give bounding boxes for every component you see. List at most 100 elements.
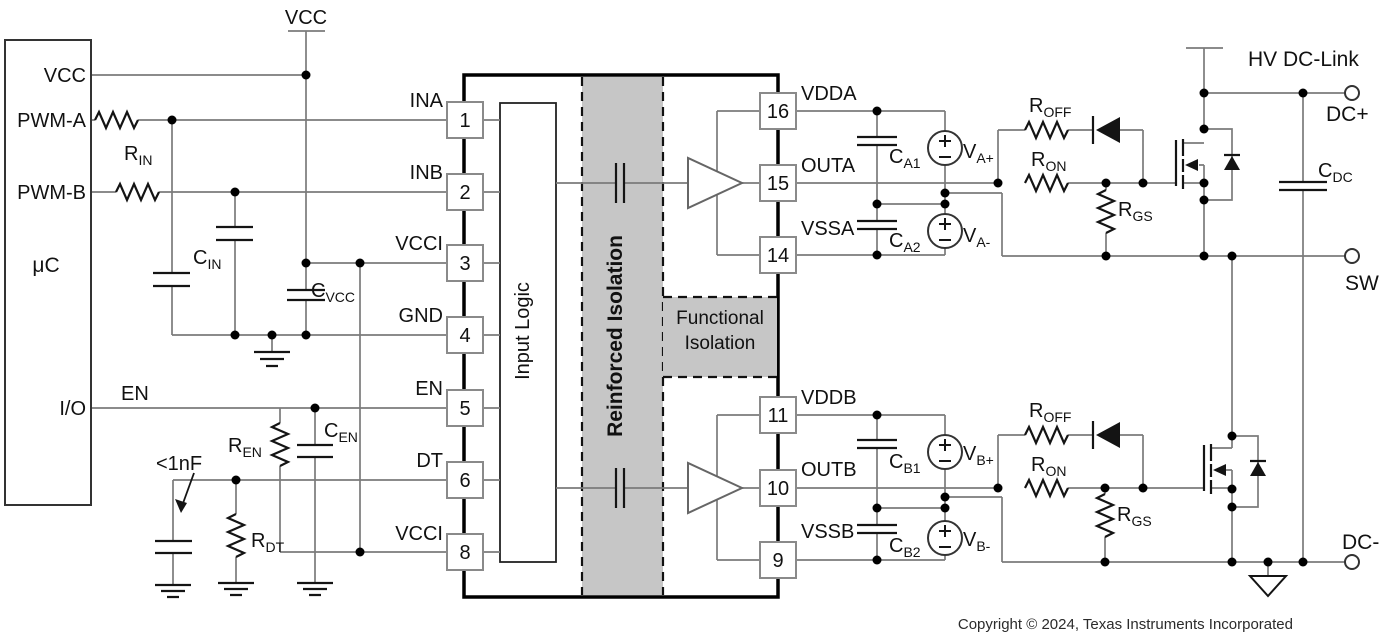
mcu-pin-pwma: PWM-A (17, 110, 87, 132)
chassis-ground-triangle (1247, 575, 1289, 598)
pin-box-8 (446, 533, 484, 571)
source-vb-minus (927, 520, 963, 556)
pin-number-8: 8 (459, 542, 470, 564)
source-va-plus (927, 130, 963, 166)
input-logic-label: Input Logic (512, 282, 534, 380)
terminal-dc-minus (1344, 554, 1360, 570)
copyright-notice: Copyright © 2024, Texas Instruments Inco… (958, 616, 1293, 633)
source-plus-minus-glyphs (939, 135, 951, 548)
ca1-label: CA1 (889, 146, 921, 171)
pin-number-2: 2 (459, 182, 470, 204)
cvcc-label: CVCC (311, 280, 355, 305)
resistor-roff-b (1024, 424, 1069, 446)
rgs-a-label: RGS (1118, 199, 1153, 224)
pin-label-outa: OUTA (801, 155, 856, 177)
cb2-label: CB2 (889, 535, 921, 560)
pin-label-vdda: VDDA (801, 83, 857, 105)
dc-plus-label: DC+ (1326, 103, 1369, 126)
net-labels: VCC EN <1nF HV DC-Link DC+ SW DC- (121, 7, 1379, 554)
pin-number-9: 9 (772, 550, 783, 572)
rgs-b-label: RGS (1117, 504, 1152, 529)
cin-label: CIN (193, 247, 221, 272)
mcu-pin-vcc: VCC (44, 65, 86, 87)
pin-box-11 (759, 396, 797, 434)
components (94, 109, 1327, 599)
roff-b-label: ROFF (1029, 400, 1071, 425)
pin-label-vcci-8: VCCI (395, 523, 443, 545)
source-va-minus (927, 213, 963, 249)
capacitor-plates (153, 135, 1327, 555)
cap-note-arrow-line (181, 472, 195, 507)
rin-label: RIN (124, 143, 152, 168)
hv-dc-link-label: HV DC-Link (1248, 48, 1359, 71)
pin-label-vcci-3: VCCI (395, 233, 443, 255)
terminal-dc-plus (1344, 85, 1360, 101)
turn-off-diode-a (1096, 117, 1120, 143)
pin-label-dt: DT (416, 450, 443, 472)
pin-label-vssb: VSSB (801, 521, 854, 543)
resistor-ren (269, 422, 291, 467)
va-minus-label: VA- (963, 225, 991, 250)
ca2-label: CA2 (889, 230, 921, 255)
source-vb-plus (927, 434, 963, 470)
cap-note-arrowhead (175, 499, 187, 513)
cb1-label: CB1 (889, 451, 921, 476)
diode-bars (1091, 116, 1266, 463)
pin-label-outb: OUTB (801, 459, 857, 481)
pin-box-15 (759, 164, 797, 202)
mosfet-bars (1174, 139, 1213, 494)
isolated-supplies (927, 130, 963, 556)
sw-label: SW (1345, 272, 1379, 295)
resistor-ron-b (1024, 477, 1069, 499)
terminal-sw (1344, 248, 1360, 264)
resistor-rgs-a (1095, 189, 1117, 234)
body-diode-b (1250, 462, 1266, 476)
reinforced-isolation-label: Reinforced Isolation (604, 235, 627, 437)
mcu-outline (4, 39, 92, 506)
part-labels: RIN CIN CVCC REN CEN RDT CA1 CA2 VA+ VA-… (124, 95, 1353, 560)
pin-labels: INA INB VCCI GND EN DT VCCI VDDA OUTA VS… (395, 83, 857, 545)
ren-label: REN (228, 435, 262, 460)
pin-box-5 (446, 389, 484, 427)
pin-box-9 (759, 541, 797, 579)
driver-ic-block: Input Logic Reinforced Isolation Functio… (462, 73, 780, 599)
resistor-rin-a (94, 109, 139, 131)
pin-number-15: 15 (767, 173, 789, 195)
pin-number-4: 4 (459, 325, 470, 347)
junction-dots (167, 70, 1308, 567)
cdc-label: CDC (1318, 160, 1353, 185)
pin-label-inb: INB (410, 162, 443, 184)
driver-buffer-a (687, 156, 745, 210)
pin-number-14: 14 (767, 245, 789, 267)
en-net-label: EN (121, 383, 149, 405)
ron-a-label: RON (1031, 149, 1066, 174)
cen-label: CEN (324, 420, 358, 445)
resistor-rgs-b (1094, 493, 1116, 538)
mosfet-a-body-arrow (1185, 159, 1198, 171)
functional-isolation-dashes (663, 295, 777, 379)
pin-number-16: 16 (767, 101, 789, 123)
wires-channel-b (796, 256, 1345, 576)
body-diode-a (1224, 156, 1240, 170)
rdt-label: RDT (251, 530, 285, 555)
ground-symbols (155, 350, 333, 599)
pin-number-1: 1 (459, 110, 470, 132)
pin-number-6: 6 (459, 470, 470, 492)
pin-number-11: 11 (768, 405, 789, 427)
va-plus-label: VA+ (963, 141, 994, 166)
pin-box-1 (446, 101, 484, 139)
mcu-pin-pwmb: PWM-B (17, 182, 86, 204)
mcu-pin-io: I/O (59, 398, 86, 420)
mcu-label: μC (32, 254, 59, 277)
pin-number-10: 10 (767, 478, 789, 500)
pin-label-gnd: GND (399, 305, 443, 327)
pin-box-2 (446, 173, 484, 211)
pin-label-en: EN (415, 378, 443, 400)
resistor-roff-a (1024, 119, 1069, 141)
wires-left (91, 30, 447, 585)
functional-isolation-label-2: Isolation (685, 333, 756, 354)
ron-b-label: RON (1031, 454, 1066, 479)
vcc-rail-label: VCC (285, 7, 327, 29)
